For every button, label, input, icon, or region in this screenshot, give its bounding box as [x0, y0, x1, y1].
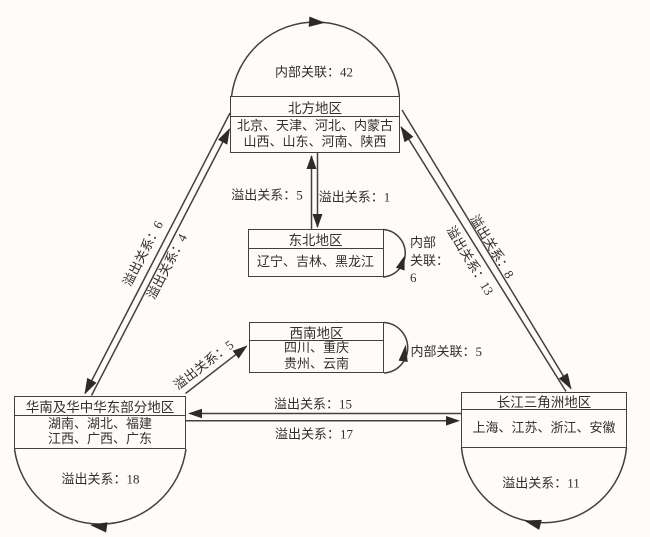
label-south-to-yangtze: 溢出关系：17 — [274, 426, 354, 442]
node-yangtze-members: 上海、江苏、浙江、安徽 — [462, 410, 626, 445]
north-self-loop-arc — [230, 21, 401, 97]
node-north-title: 北方地区 — [231, 97, 399, 117]
arrow-yangtze-loop — [524, 519, 542, 530]
node-northeast: 东北地区 辽宁、吉林、黑龙江 — [247, 229, 384, 277]
label-south-loop: 溢出关系：18 — [61, 471, 140, 487]
node-north-members-2: 山西、山东、河南、陕西 — [243, 133, 387, 149]
label-yangtze-to-south: 溢出关系：15 — [273, 396, 353, 411]
arrow-south-to-southwest — [232, 345, 248, 359]
arrow-south-loop — [90, 522, 108, 533]
label-northeast-loop-line-1: 内部 — [410, 235, 437, 250]
northeast-self-loop-arc — [382, 228, 407, 278]
node-north-members-1: 北京、天津、河北、内蒙古 — [236, 118, 393, 133]
line-north-to-yangtze — [401, 109, 572, 389]
node-southwest-members-1: 四川、重庆 — [283, 340, 349, 355]
arrow-yangtze-to-south — [188, 408, 202, 419]
node-yangtze-members-1: 上海、江苏、浙江、安徽 — [472, 419, 616, 435]
arrow-north-to-south — [84, 377, 97, 395]
label-northeast-to-north: 溢出关系：5 — [231, 187, 303, 203]
node-south-members: 湖南、湖北、福建 江西、广西、广东 — [15, 415, 185, 447]
node-southwest-members: 四川、重庆 贵州、云南 — [250, 340, 383, 371]
node-northeast-title: 东北地区 — [248, 230, 383, 249]
arrow-north-loop — [308, 16, 325, 27]
label-northeast-loop: 内部关联： 6 — [410, 234, 449, 287]
arrow-south-to-north — [218, 128, 230, 145]
arrow-northeast-loop — [395, 255, 405, 271]
yangtze-self-loop-arc — [460, 447, 628, 524]
node-northeast-members: 辽宁、吉林、黑龙江 — [249, 249, 383, 274]
label-north-to-northeast: 溢出关系：1 — [318, 189, 391, 205]
node-south-members-1: 湖南、湖北、福建 — [47, 415, 152, 431]
arrow-north-to-ne — [312, 214, 323, 228]
node-northeast-members-1: 辽宁、吉林、黑龙江 — [256, 253, 374, 269]
label-north-loop: 内部关联：42 — [274, 64, 354, 79]
node-south-members-2: 江西、广西、广东 — [47, 431, 152, 446]
arrow-ne-to-north — [306, 155, 317, 169]
node-north: 北方地区 北京、天津、河北、内蒙古 山西、山东、河南、陕西 — [230, 96, 400, 153]
node-southwest-members-2: 贵州、云南 — [283, 355, 349, 371]
arrow-south-to-yangtze — [446, 416, 460, 426]
southwest-self-loop-arc — [383, 321, 409, 374]
arrow-north-to-yangtze — [558, 373, 572, 390]
line-yangtze-to-north — [400, 126, 567, 392]
node-southwest: 西南地区 四川、重庆 贵州、云南 — [249, 322, 384, 373]
line-north-to-south — [84, 112, 231, 394]
node-southwest-title: 西南地区 — [250, 323, 383, 341]
line-south-to-north — [90, 129, 230, 396]
node-yangtze-title: 长江三角洲地区 — [462, 393, 626, 410]
node-south: 华南及华中华东部分地区 湖南、湖北、福建 江西、广西、广东 — [14, 396, 186, 449]
label-northeast-loop-line-2: 关联： — [410, 252, 450, 268]
node-yangtze: 长江三角洲地区 上海、江苏、浙江、安徽 — [461, 392, 627, 448]
node-north-members: 北京、天津、河北、内蒙古 山西、山东、河南、陕西 — [231, 117, 399, 150]
label-northeast-loop-line-3: 6 — [410, 270, 417, 285]
label-southwest-loop: 内部关联：5 — [410, 343, 483, 359]
arrow-yangtze-to-north — [400, 126, 414, 143]
label-yangtze-loop: 溢出关系：11 — [502, 475, 580, 491]
arrow-southwest-loop — [398, 344, 408, 362]
node-south-title: 华南及华中华东部分地区 — [15, 397, 185, 416]
